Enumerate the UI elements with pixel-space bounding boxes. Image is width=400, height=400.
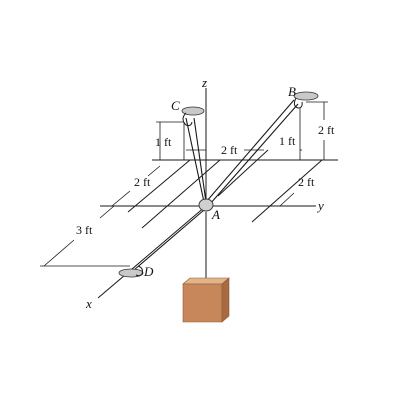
support-B [293,91,319,109]
support-D [118,265,144,278]
point-label-A: A [211,207,220,222]
axis-label-z: z [201,75,207,90]
dim-d-line-2 [99,205,115,219]
dim-d-line [43,239,75,267]
crate-side [221,277,230,323]
dimension-lines [40,101,328,267]
cable-AB [205,99,295,203]
hook-D-icon [135,265,143,277]
crate-icon [182,277,230,323]
cable-AC-2 [193,117,207,203]
axis-label-y: y [316,198,324,213]
cable-AB-2 [209,103,299,205]
dim-label-b-offset: 1 ft [279,134,296,148]
dim-right-spacing-line [279,192,295,207]
dim-label-c-height: 1 ft [155,135,172,149]
cable-AD [133,209,205,271]
dim-label-c-offset: 2 ft [221,143,238,157]
grid-line-right-1 [217,149,269,197]
axis-label-x: x [85,296,92,311]
grid-line-left-1 [127,159,191,213]
dim-label-b-height: 2 ft [318,123,335,137]
grid-line-right-2 [251,159,323,223]
axes [97,88,316,299]
grid-line-left-2 [141,159,221,229]
dim-label-left-spacing: 2 ft [134,175,151,189]
plane-grid [127,149,338,229]
crate-top [182,277,230,285]
ring-B-icon [293,91,319,101]
dim-left-spacing-line-2 [147,165,161,177]
dim-left-spacing-line [111,190,131,207]
ring-A-icon [198,198,214,212]
hook-B-icon [293,97,303,109]
cable-AC [185,117,205,203]
dim-label-right-spacing: 2 ft [298,175,315,189]
point-label-D: D [143,264,154,279]
dim-label-d-distance: 3 ft [76,223,93,237]
ring-C-icon [181,106,205,116]
hook-C-icon [182,112,193,127]
cables [133,99,299,271]
x-axis [97,205,207,299]
point-label-B: B [288,84,296,99]
point-label-C: C [171,98,180,113]
crate-front [182,283,223,323]
support-C [181,106,205,127]
